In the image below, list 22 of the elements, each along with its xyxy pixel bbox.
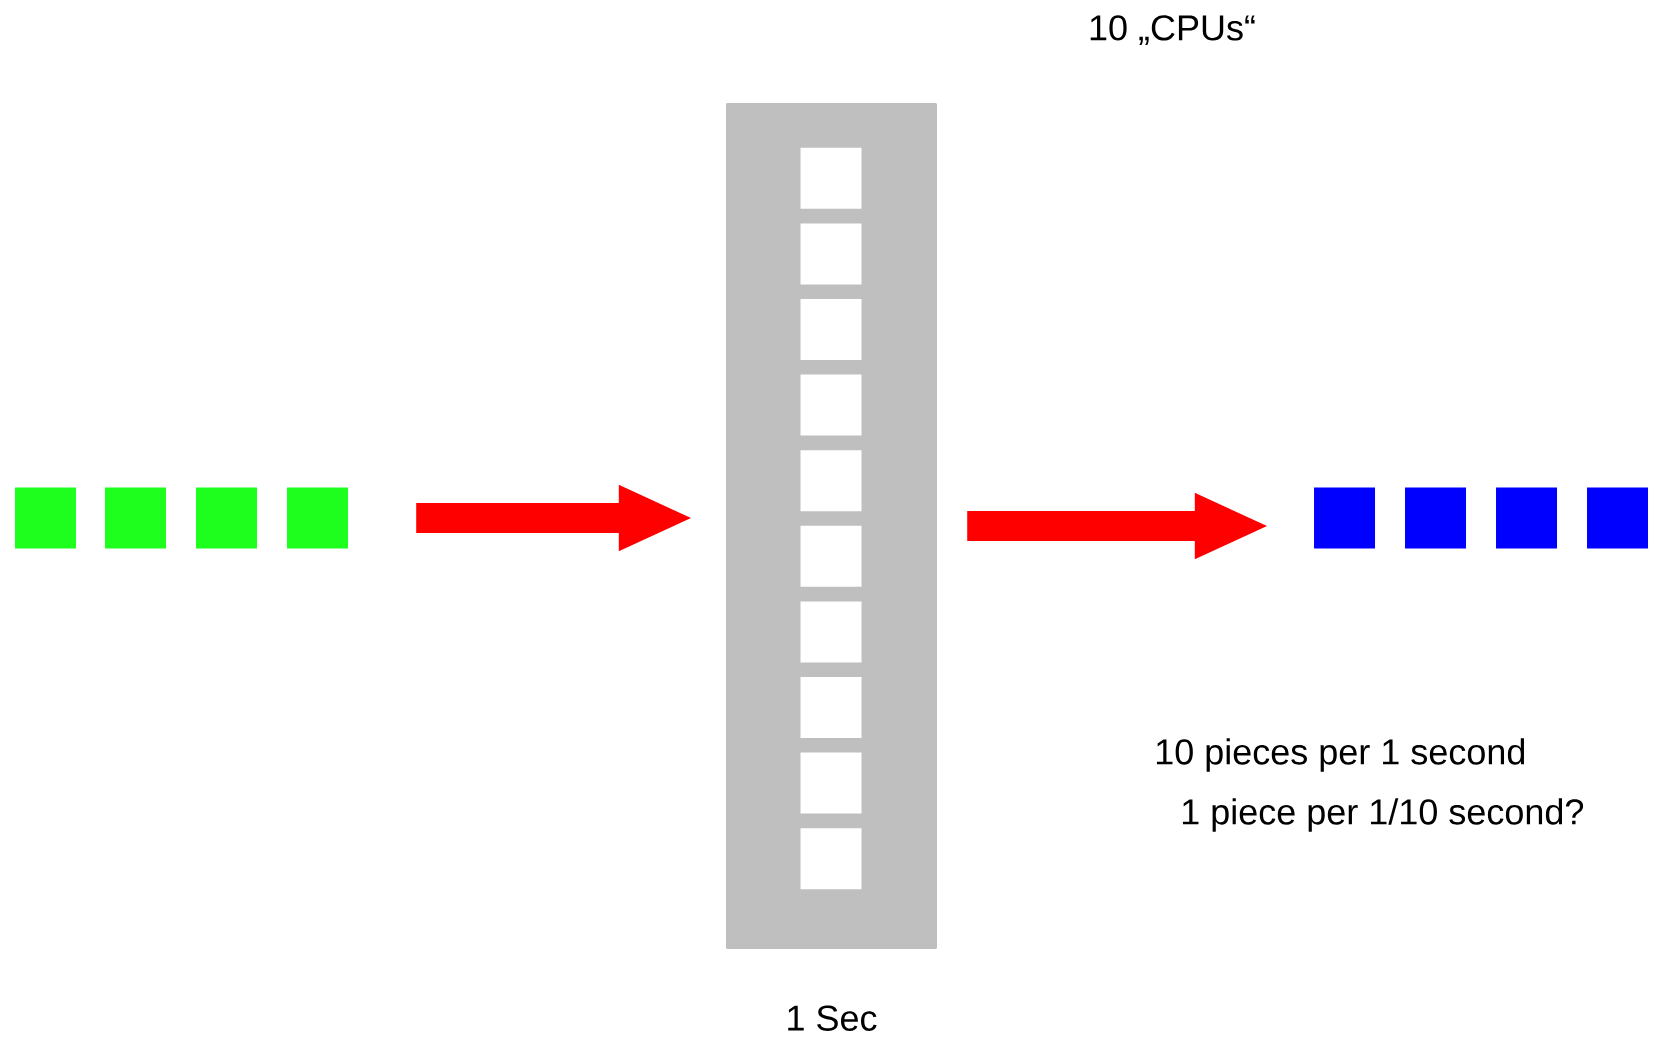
node-label: 1 Sec xyxy=(788,1005,877,1031)
note: 10 pieces per 1 second xyxy=(1156,738,1525,772)
cpu-slot xyxy=(800,677,862,738)
input-square xyxy=(287,487,348,549)
cpu-slot xyxy=(800,601,862,663)
note: 10 „CPUs“ xyxy=(1090,15,1255,45)
cpu-slot xyxy=(800,299,862,360)
cpu-slot xyxy=(800,147,862,209)
input-square xyxy=(105,487,166,549)
input-square xyxy=(196,487,257,549)
cpu-slot xyxy=(800,828,862,890)
cpu-slot xyxy=(800,450,862,512)
output-square xyxy=(1496,487,1557,549)
cpu-slot xyxy=(800,525,862,587)
cpu-slot xyxy=(800,223,862,285)
cpu-slot xyxy=(800,752,862,814)
cpu-slot xyxy=(800,374,862,436)
output-square xyxy=(1405,487,1466,549)
output-square xyxy=(1587,487,1648,549)
output-square xyxy=(1314,487,1375,549)
input-square xyxy=(15,487,76,549)
note: 1 piece per 1/10 second? xyxy=(1182,798,1584,832)
